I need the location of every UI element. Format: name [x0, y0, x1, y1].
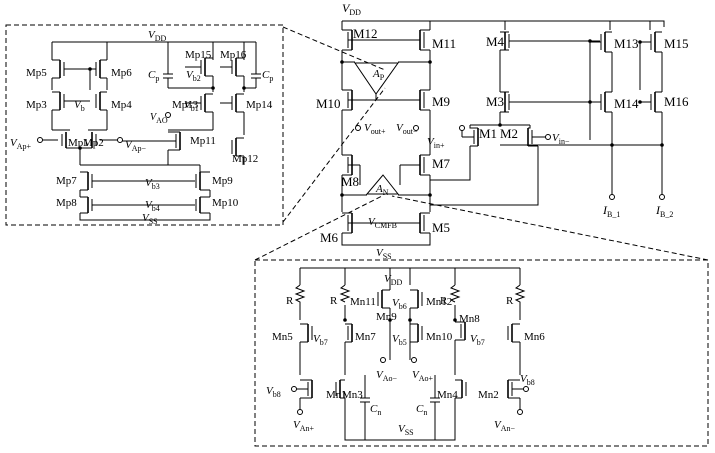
label-left-cp-right: Cp	[262, 69, 273, 83]
label-left-vap-n: VAp−	[125, 139, 147, 153]
label-left-device-4: Mp3	[26, 99, 47, 111]
callout-line	[391, 195, 709, 261]
label-top-device-2: M4	[486, 34, 505, 49]
label-left-device-13: Mp9	[212, 175, 233, 187]
label-left-device-15: Mp10	[212, 197, 239, 209]
label-bottom-vb7-r: Vb7	[470, 333, 485, 347]
label-top-device-4: M15	[664, 36, 689, 51]
label-top-vout-p: Vout+	[364, 122, 386, 136]
label-left-device-9: Mp2	[83, 137, 104, 149]
callout-line	[254, 195, 383, 261]
label-left-device-14: Mp8	[56, 197, 77, 209]
label-bottom-vb5: Vb5	[392, 333, 407, 347]
label-top-device-3: M13	[614, 36, 639, 51]
label-bottom-van-n: VAn−	[494, 419, 516, 433]
label-bottom-device-11: Mn2	[478, 389, 499, 401]
label-bottom-cn-r: Cn	[416, 403, 427, 417]
label-top-vout-n: Vout−	[396, 122, 418, 136]
label-bottom-device-4: Mn5	[272, 331, 293, 343]
label-left-device-1: Mp6	[111, 67, 132, 79]
label-bottom-vdd: VDD	[384, 273, 403, 287]
label-bottom-vao-n: VAo−	[376, 369, 398, 383]
label-top-device-0: M12	[353, 26, 378, 41]
label-top-device-6: M9	[432, 94, 450, 109]
label-top-vdd: VDD	[342, 1, 361, 17]
label-bottom-vb8-l: Vb8	[266, 385, 281, 399]
label-top-device-12: M8	[341, 174, 359, 189]
label-bottom-device-5: Mn7	[355, 331, 376, 343]
label-left-device-12: Mp7	[56, 175, 77, 187]
label-bottom-vao-p: VAo+	[412, 369, 434, 383]
label-top-device-13: M7	[432, 156, 451, 171]
label-left-vb: Vb	[74, 99, 85, 113]
label-left-device-8: Mp1	[68, 137, 89, 149]
label-left-vap-p: VAp+	[10, 137, 32, 151]
label-left-vb4: Vb4	[145, 199, 160, 213]
label-top-device-8: M14	[614, 96, 639, 111]
label-bottom-resistor-1: R	[330, 295, 338, 307]
label-top-device-7: M3	[486, 94, 504, 109]
label-bottom-resistor-0: R	[286, 295, 294, 307]
label-left-vb3: Vb3	[145, 177, 160, 191]
label-bottom-device-0: Mn11	[350, 296, 376, 308]
an-amplifier-inset	[291, 267, 529, 441]
label-bottom-vss: VSS	[398, 423, 414, 437]
label-top-device-5: M10	[316, 96, 341, 111]
label-bottom-cn-l: Cn	[370, 403, 381, 417]
label-left-vao: VAO	[150, 112, 168, 125]
label-left-device-3: Mp16	[220, 49, 247, 61]
label-left-device-11: Mp12	[232, 153, 258, 165]
callout-line	[282, 87, 386, 223]
label-top-vss: VSS	[376, 247, 392, 261]
label-left-vss: VSS	[142, 212, 158, 226]
main-amplifier	[340, 20, 665, 246]
label-bottom-device-7: Mn6	[524, 331, 545, 343]
label-bottom-vb8-r: Vb8	[520, 373, 535, 387]
label-left-vb1: Vb1	[184, 99, 199, 113]
label-top-device-11: M2	[500, 126, 518, 141]
label-top-ib2: IB_2	[655, 203, 673, 219]
label-bottom-device-2: Mn9	[376, 311, 397, 323]
label-bottom-vb7-l: Vb7	[313, 333, 328, 347]
label-bottom-device-6: Mn10	[426, 331, 453, 343]
label-top-device-1: M11	[432, 36, 456, 51]
label-top-device-15: M5	[432, 220, 450, 235]
label-top-device-9: M16	[664, 94, 689, 109]
label-left-device-6: Mp13	[172, 99, 199, 111]
label-left-vb2: Vb2	[186, 69, 201, 83]
label-top-vcmfb: VCMFB	[368, 216, 397, 230]
label-left-cp-left: Cp	[148, 69, 159, 83]
ap-amplifier-inset	[37, 41, 261, 221]
label-bottom-van-p: VAn+	[293, 419, 315, 433]
label-left-device-0: Mp5	[26, 67, 47, 79]
label-top-ib1: IB_1	[602, 203, 620, 219]
label-bottom-resistor-3: R	[506, 295, 514, 307]
label-top-device-10: M1	[479, 126, 497, 141]
label-bottom-device-9: Mn3	[342, 389, 363, 401]
label-top-vin-n: Vin−	[552, 132, 570, 146]
label-left-device-10: Mp11	[190, 135, 216, 147]
label-bottom-vb6: Vb6	[392, 297, 407, 311]
label-top-vin-p: Vin+	[427, 136, 445, 150]
label-bottom-device-3: Mn8	[459, 313, 480, 325]
label-top-ap: AP	[372, 68, 385, 82]
label-left-vdd: VDD	[148, 29, 167, 43]
label-left-device-7: Mp14	[246, 99, 273, 111]
label-left-device-2: Mp15	[185, 49, 212, 61]
label-bottom-resistor-2: R	[440, 295, 448, 307]
bottom-inset-frame	[254, 259, 709, 447]
label-bottom-device-1: Mn12	[426, 296, 452, 308]
label-top-device-14: M6	[320, 230, 339, 245]
label-bottom-device-10: Mn4	[437, 389, 458, 401]
label-left-device-5: Mp4	[111, 99, 132, 111]
label-bottom-device-8: Mn1	[326, 389, 347, 401]
left-inset-frame	[5, 24, 284, 226]
label-top-an: AN	[375, 183, 389, 197]
